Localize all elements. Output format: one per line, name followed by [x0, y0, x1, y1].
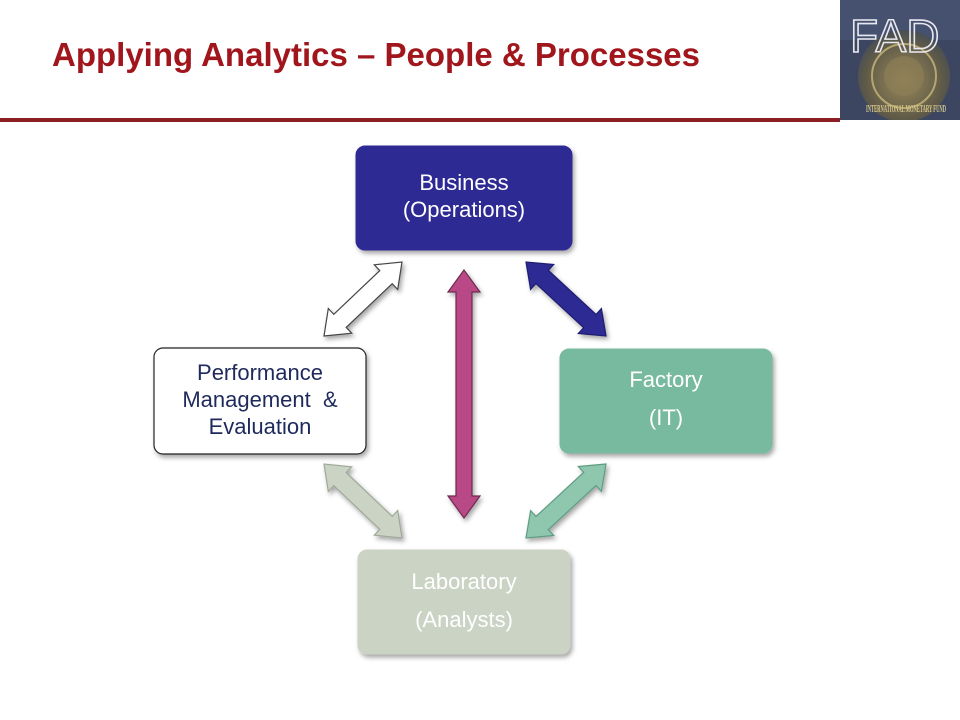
svg-text:Business(Operations): Business(Operations): [403, 170, 525, 222]
title-divider: [0, 118, 840, 122]
page-title: Applying Analytics – People & Processes: [52, 36, 701, 73]
logo-seal-text: INTERNATIONAL MONETARY FUND: [866, 103, 946, 115]
arrow-performance-business-shape: [323, 261, 403, 337]
box-performance-line-3: Evaluation: [209, 414, 312, 439]
svg-text:Factory(IT): Factory (IT): [629, 367, 702, 430]
logo: FAD INTERNATIONAL MONETARY FUND: [840, 0, 960, 120]
arrow-factory-laboratory-shape: [525, 463, 607, 539]
box-factory-line-1: Factory: [629, 367, 702, 392]
box-laboratory-line-2: (Analysts): [415, 607, 513, 632]
box-laboratory: Laboratory (Analysts): [357, 549, 571, 655]
arrow-laboratory-performance-shape: [323, 463, 403, 539]
box-business-line-2: (Operations): [403, 197, 525, 222]
box-business: Business(Operations): [355, 145, 573, 251]
logo-text: FAD: [850, 10, 939, 62]
box-laboratory-line-1: Laboratory: [411, 569, 516, 594]
arrow-business-factory-shape: [525, 261, 607, 337]
box-factory-line-2: (IT): [649, 405, 683, 430]
box-business-line-1: Business: [419, 170, 508, 195]
box-performance-line-1: Performance: [197, 360, 323, 385]
arrow-business-laboratory: [446, 268, 482, 520]
box-factory: Factory (IT): [559, 348, 773, 454]
arrow-business-laboratory-shape: [446, 268, 482, 520]
arrow-factory-laboratory: [525, 463, 607, 539]
arrow-performance-business: [323, 261, 403, 337]
arrow-business-factory: [525, 261, 607, 337]
box-performance-line-2: Management &: [182, 387, 338, 412]
svg-text:Laboratory(Analysts): Laboratory (Analysts): [411, 569, 516, 632]
arrow-laboratory-performance: [323, 463, 403, 539]
